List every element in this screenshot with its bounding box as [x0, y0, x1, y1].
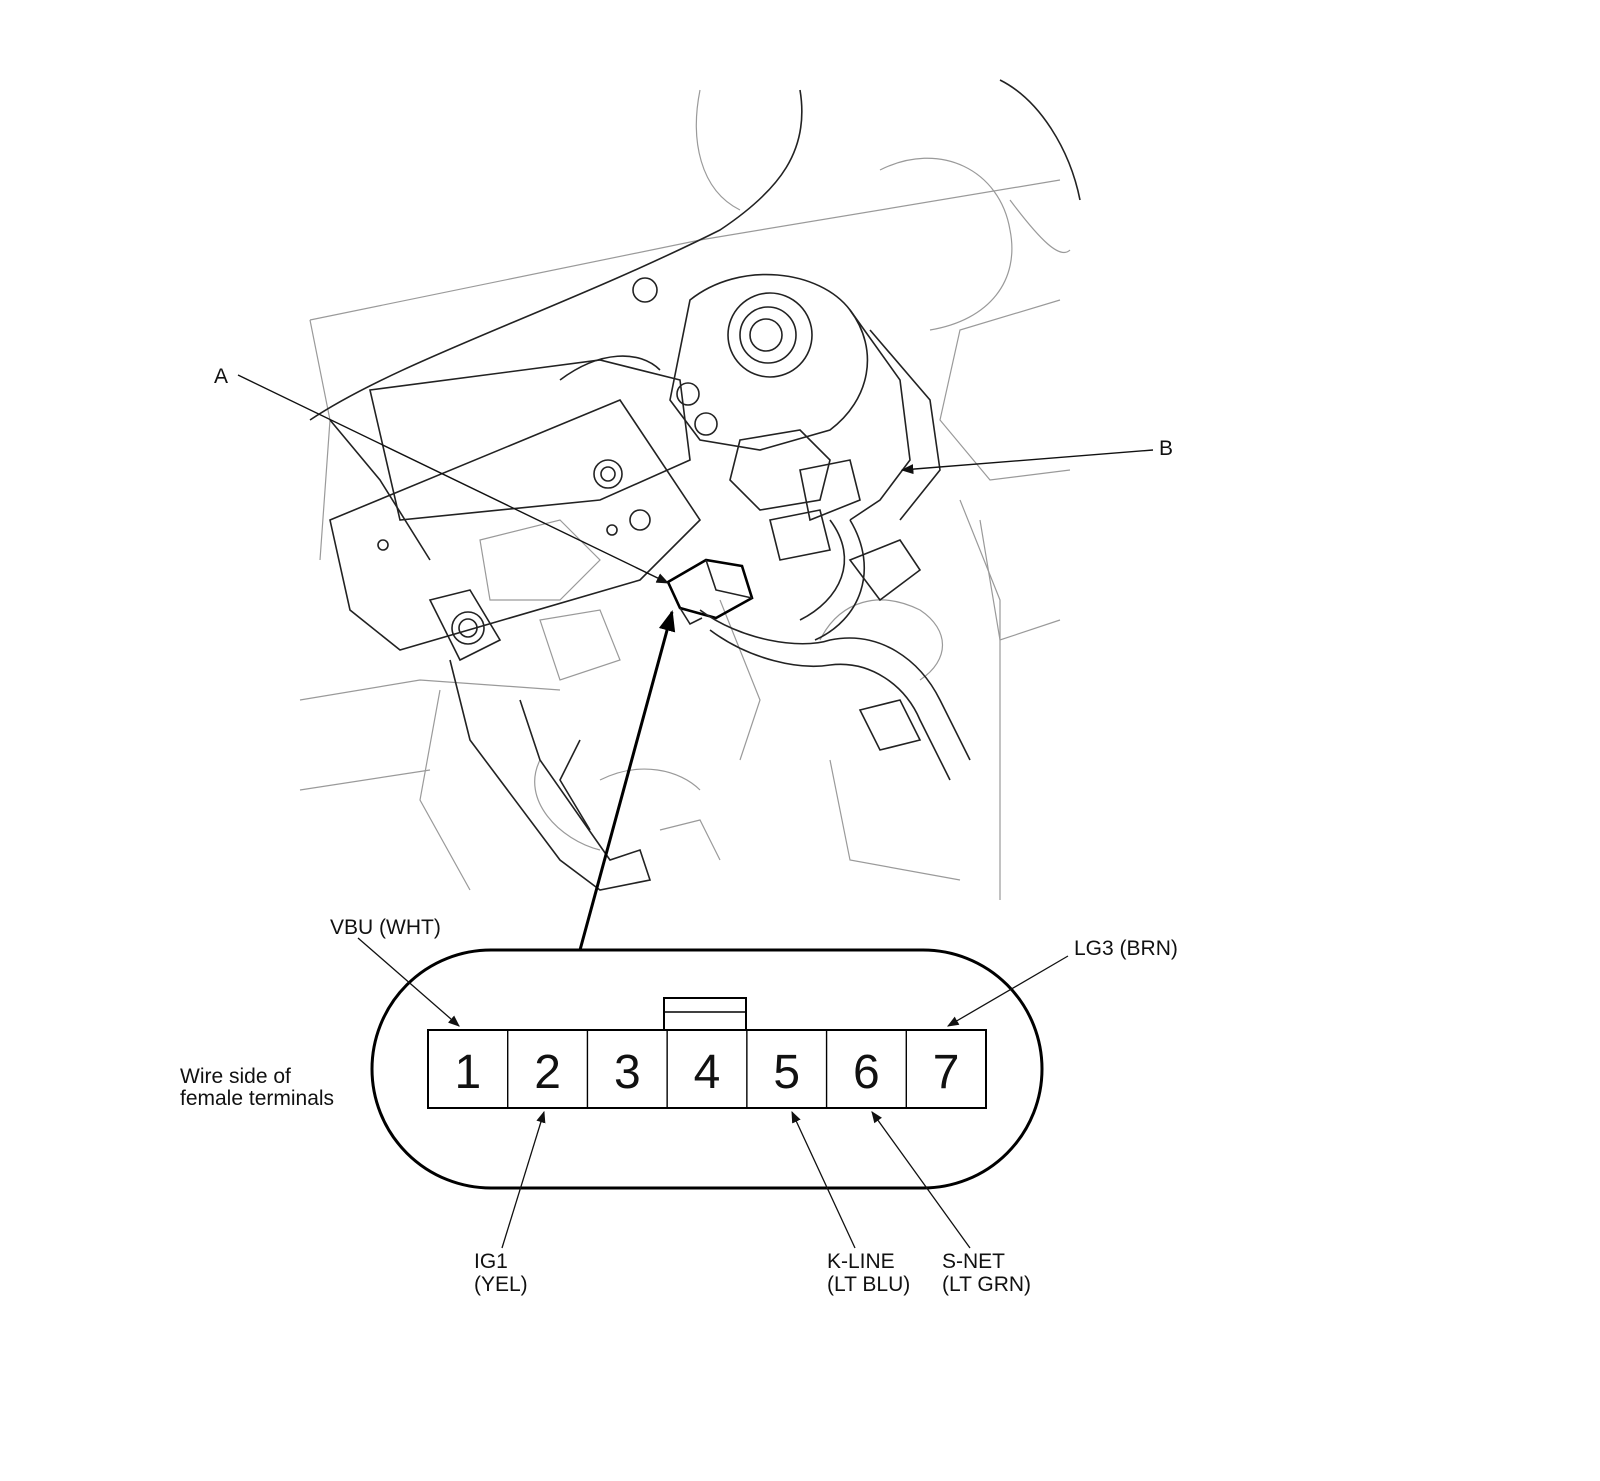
pin2-wire-label-line1: IG1	[474, 1250, 508, 1273]
terminal-4: 4	[694, 1046, 721, 1099]
pin2-wire-label-line2: (YEL)	[474, 1273, 528, 1296]
terminal-1: 1	[455, 1046, 482, 1099]
pin6-wire-label-line2: (LT GRN)	[942, 1273, 1031, 1296]
wire-label-pin1: VBU (WHT)	[330, 916, 460, 1027]
terminal-dividers	[507, 1030, 907, 1108]
terminal-6: 6	[853, 1046, 880, 1099]
connector-face-view: 1 2 3 4 5 6 7 Wire side of female termin…	[180, 916, 1178, 1296]
terminal-block	[427, 1029, 987, 1109]
view-label-line2: female terminals	[180, 1087, 334, 1110]
pin5-wire-label-line1: K-LINE	[827, 1250, 895, 1273]
wire-label-pin2: IG1 (YEL)	[474, 1110, 546, 1296]
terminal-5: 5	[773, 1046, 800, 1099]
callout-b-label: B	[1159, 437, 1173, 460]
pin6-wire-label-line1: S-NET	[942, 1250, 1005, 1273]
wire-label-pin6: S-NET (LT GRN)	[871, 1111, 1031, 1296]
connector-housing	[370, 948, 1044, 1190]
terminal-2: 2	[534, 1046, 561, 1099]
connector-latch	[663, 997, 747, 1031]
callout-a-label: A	[214, 365, 228, 388]
view-label-line1: Wire side of	[180, 1065, 291, 1088]
steering-column-illustration	[299, 79, 1081, 900]
wire-label-pin7: LG3 (BRN)	[946, 937, 1178, 1027]
pin7-wire-label: LG3 (BRN)	[1074, 937, 1178, 960]
pin1-wire-label: VBU (WHT)	[330, 916, 441, 939]
callout-a: A	[214, 365, 670, 584]
connector-leader-arrow	[578, 609, 676, 951]
terminal-7: 7	[933, 1046, 960, 1099]
terminal-3: 3	[614, 1046, 641, 1099]
pin5-wire-label-line2: (LT BLU)	[827, 1273, 910, 1296]
callout-b: B	[900, 437, 1173, 475]
wire-label-pin5: K-LINE (LT BLU)	[791, 1110, 910, 1296]
